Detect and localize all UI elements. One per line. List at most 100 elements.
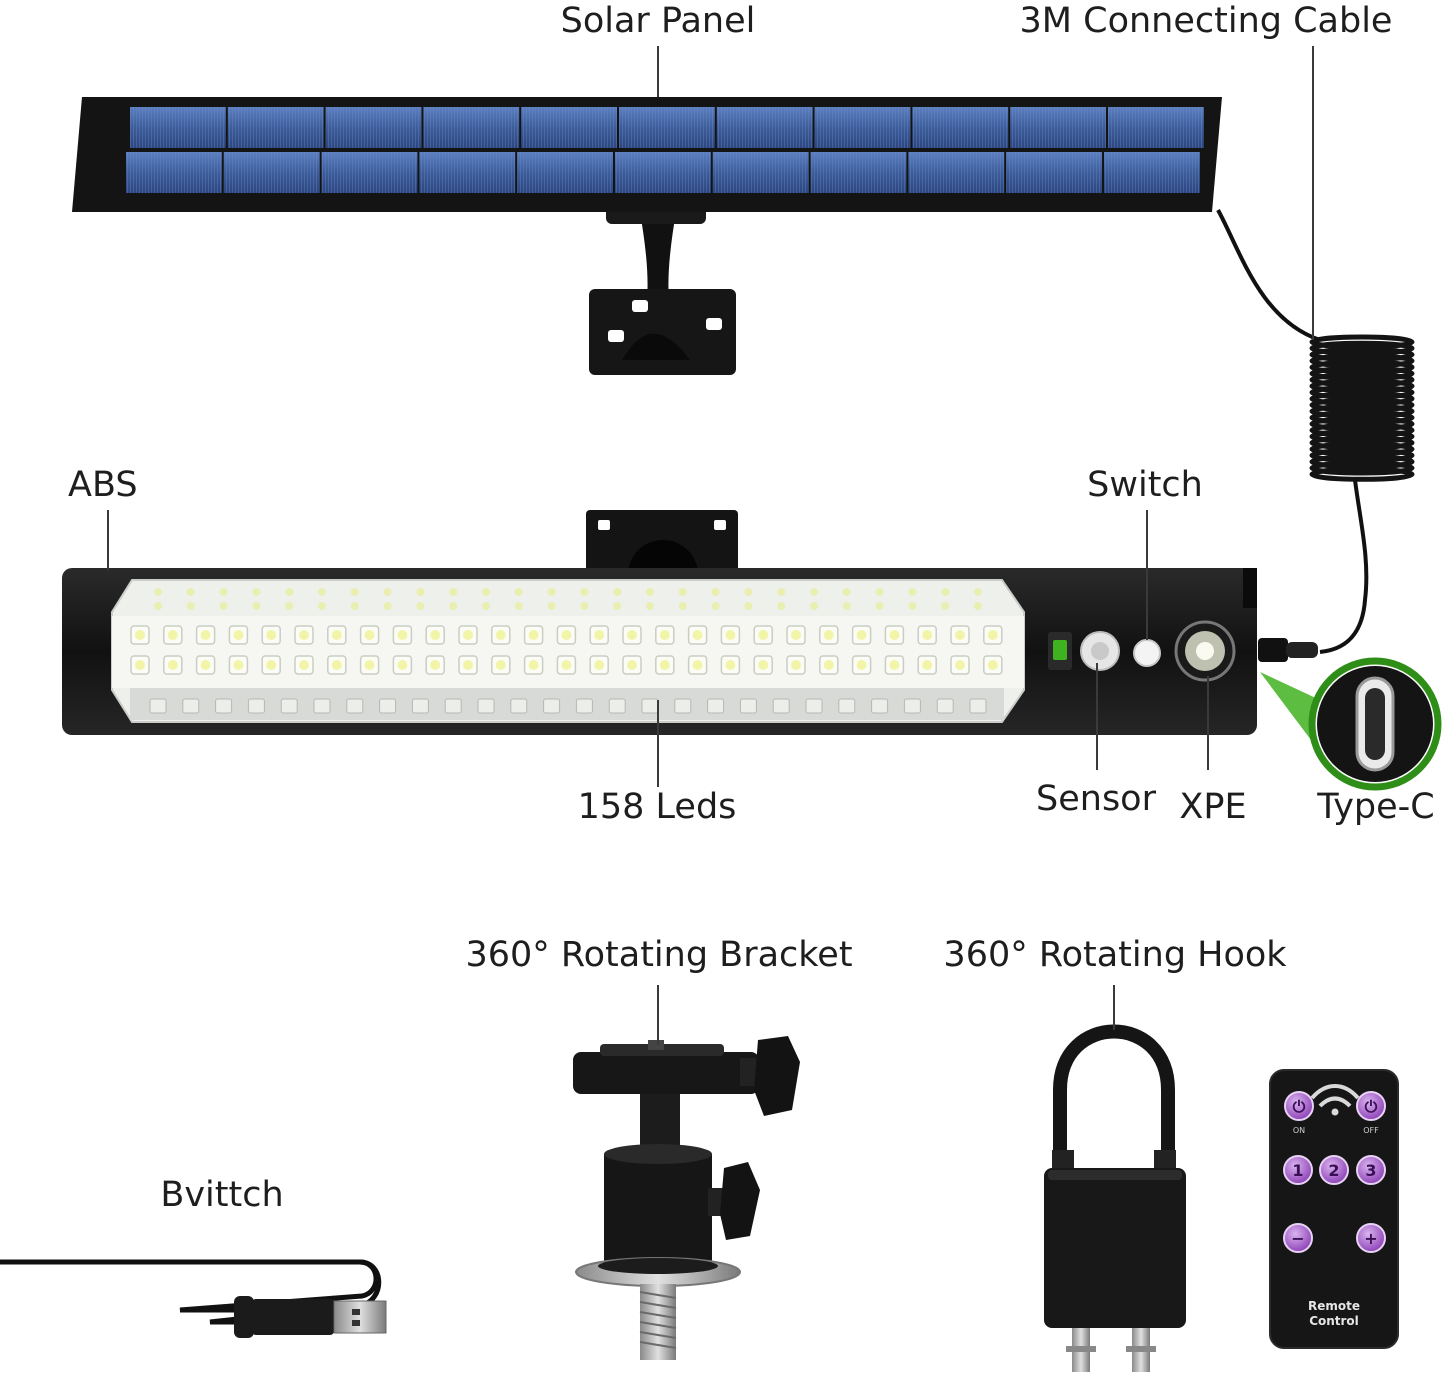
led-dot [725, 630, 736, 640]
remote-button-caption: OFF [1363, 1126, 1379, 1135]
led-dot [547, 602, 556, 610]
remote-button-minus[interactable]: − [1283, 1223, 1313, 1253]
led-dot [430, 630, 441, 640]
remote-button-mode2[interactable]: 2 [1319, 1155, 1349, 1185]
solar-cell [321, 152, 418, 193]
led-chip [575, 698, 593, 714]
led-dot [744, 588, 753, 596]
led-dot [318, 588, 326, 596]
led-dot [580, 588, 589, 596]
signal-icon [1310, 1084, 1360, 1108]
switch-button [1133, 639, 1161, 667]
label-switch: Switch [1087, 465, 1203, 505]
solar-cell [517, 152, 613, 193]
led-dot [613, 602, 622, 610]
led-dot [528, 660, 539, 670]
remote-button-off[interactable]: ⏻ [1356, 1091, 1386, 1121]
usb-plug-body [252, 1299, 334, 1335]
label-connecting-cable: 3M Connecting Cable [1019, 1, 1393, 41]
solar-cell [615, 152, 711, 193]
led-chip [871, 698, 889, 714]
rotating-bracket [573, 1036, 800, 1360]
led-dot [285, 602, 294, 610]
remote-button-on[interactable]: ⏻ [1284, 1091, 1314, 1121]
led-dot [758, 660, 769, 670]
solar-cell [712, 152, 809, 193]
led-dot [791, 630, 801, 640]
led-chip [444, 698, 462, 714]
led-dot [922, 660, 933, 670]
coil-loop [1309, 378, 1415, 394]
led-dot [842, 588, 851, 596]
led-dot [646, 588, 654, 596]
led-dot [463, 630, 473, 640]
led-dot [200, 630, 211, 640]
led-dot [875, 588, 884, 596]
led-dot [823, 630, 834, 640]
remote-button-label: ⏻ [1293, 1097, 1306, 1116]
led-dot [495, 660, 506, 670]
solar-cell [1010, 107, 1106, 148]
led-dot [974, 602, 982, 610]
led-dot [364, 630, 375, 640]
led-chip [313, 698, 331, 714]
led-chip [969, 698, 987, 714]
led-dot [856, 660, 867, 670]
coil-loop [1309, 466, 1415, 482]
led-chip [543, 698, 561, 714]
led-dot [266, 630, 277, 640]
led-dot [908, 588, 917, 596]
coil-loop [1309, 403, 1415, 419]
remote-button-label: 1 [1292, 1161, 1303, 1180]
led-chip [903, 698, 921, 714]
coil-loop [1309, 416, 1415, 432]
usb-plug-connector [333, 1300, 387, 1334]
remote-button-mode3[interactable]: 3 [1356, 1155, 1386, 1185]
solar-cell [1006, 152, 1102, 193]
coil-loop [1309, 460, 1415, 476]
led-dot [823, 660, 834, 670]
led-dot [678, 588, 687, 596]
led-dot [777, 602, 786, 610]
led-dot [594, 660, 605, 670]
connecting-cable [1216, 209, 1369, 654]
cable-coil [1309, 334, 1415, 482]
led-dot [908, 602, 917, 610]
coil-loop [1309, 372, 1415, 388]
led-dot [200, 660, 211, 670]
led-chip [608, 698, 626, 714]
coil-loop [1309, 429, 1415, 444]
led-dot [561, 630, 572, 640]
remote-button-label: 2 [1328, 1161, 1339, 1180]
led-dot [219, 588, 228, 596]
remote-button-plus[interactable]: + [1356, 1223, 1386, 1253]
led-dot [875, 602, 884, 610]
led-chip [215, 698, 233, 714]
coil-loop [1309, 353, 1415, 369]
led-dot [659, 630, 670, 640]
led-dot [987, 630, 998, 640]
led-dot [528, 630, 539, 640]
led-dot [252, 602, 261, 610]
solar-cell [814, 107, 911, 148]
led-dot [495, 630, 506, 640]
led-dot [580, 602, 589, 610]
led-dot [791, 660, 801, 670]
bracket-knob-side [720, 1162, 760, 1240]
coil-loop [1309, 441, 1415, 457]
solar-cell [1108, 107, 1204, 148]
solar-cell [908, 152, 1005, 193]
solar-cell [325, 107, 422, 148]
remote-button-label: + [1364, 1229, 1377, 1248]
hook-body [1044, 1168, 1186, 1328]
led-chip [674, 698, 692, 714]
remote-button-mode1[interactable]: 1 [1283, 1155, 1313, 1185]
light-bar [62, 510, 1442, 791]
led-dot [430, 660, 441, 670]
led-dot [514, 602, 523, 610]
led-dot [416, 588, 425, 596]
led-dot [167, 660, 178, 670]
solar-panel [72, 97, 1222, 375]
label-rotating-hook: 360° Rotating Hook [943, 935, 1287, 975]
